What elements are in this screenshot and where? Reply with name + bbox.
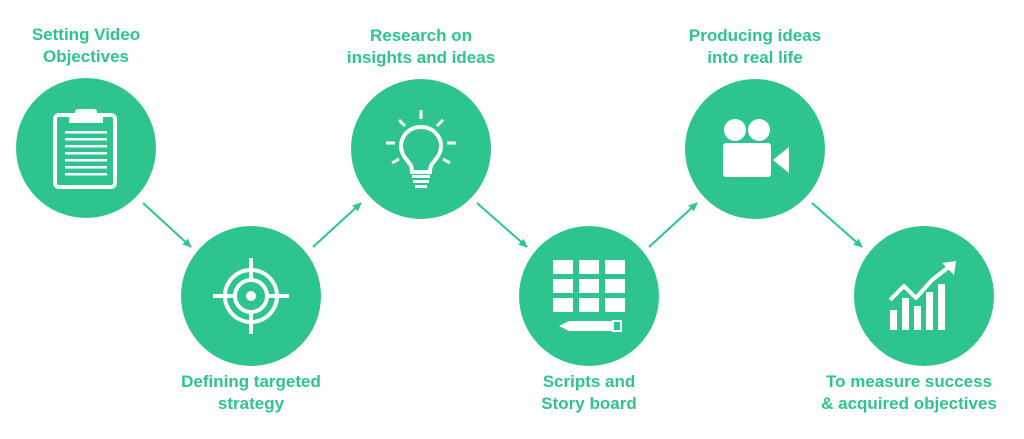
- step-measure-success: [854, 226, 994, 366]
- arrow-step2-to-step3: [312, 202, 362, 248]
- step-label-targeted-strategy: Defining targeted strategy: [181, 372, 321, 413]
- arrow-step4-to-step5: [648, 202, 698, 248]
- arrow-step1-to-step2: [142, 202, 192, 248]
- storyboard-icon: [553, 260, 625, 332]
- step-producing: [685, 79, 825, 219]
- growth-chart-icon: [888, 261, 956, 330]
- step-label-research: Research on insights and ideas: [346, 26, 496, 67]
- step-label-measure-success: To measure success & acquired objectives: [821, 372, 997, 413]
- step-label-setting-objectives: Setting Video Objectives: [31, 25, 141, 66]
- arrow-step3-to-step4: [476, 202, 528, 248]
- step-setting-objectives: [16, 78, 156, 218]
- clipboard-icon: [53, 109, 117, 189]
- step-label-scripts-storyboard: Scripts and Story board: [541, 372, 637, 413]
- step-targeted-strategy: [181, 226, 321, 366]
- video-camera-icon: [723, 119, 789, 177]
- step-research: [351, 79, 491, 219]
- arrow-step5-to-step6: [811, 202, 863, 248]
- step-scripts-storyboard: [519, 226, 659, 366]
- lightbulb-icon: [386, 110, 456, 188]
- target-icon: [213, 258, 289, 334]
- step-label-producing: Producing ideas into real life: [688, 26, 822, 67]
